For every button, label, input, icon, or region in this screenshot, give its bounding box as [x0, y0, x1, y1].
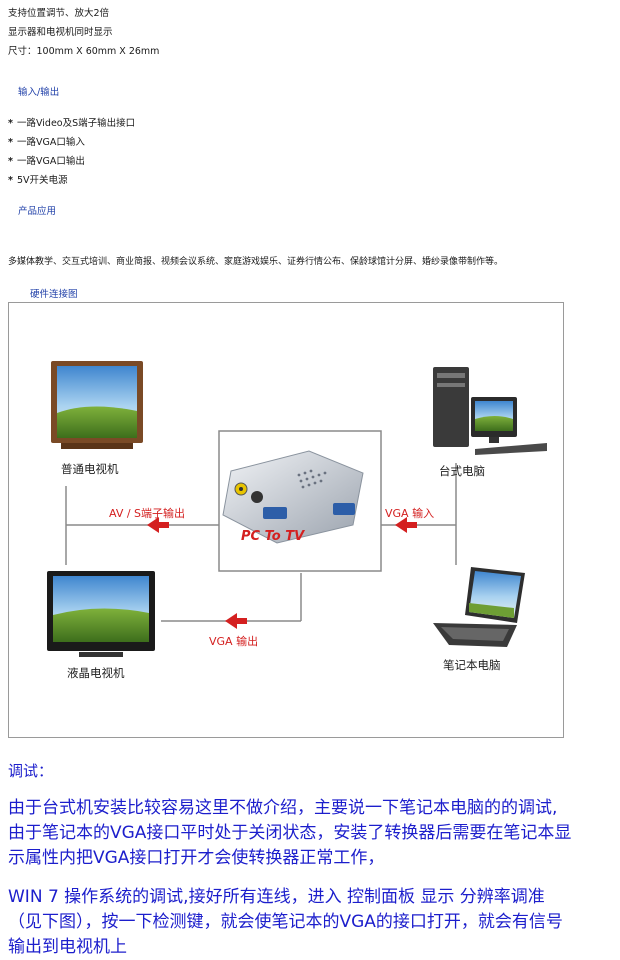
debug-para1-line1: 由于台式机安装比较容易这里不做介绍，主要说一下笔记本电脑的的调试,: [8, 798, 558, 818]
connection-diagram: PC To TV 普通电视机 液晶电视机 台式电脑 笔记本电脑 AV / S端子…: [8, 302, 564, 738]
converter-device: [218, 430, 382, 572]
av-out-label: AV / S端子输出: [109, 507, 186, 520]
laptop-icon: [433, 567, 525, 647]
spec-line-1: 支持位置调节、放大2倍: [8, 8, 110, 19]
lcd-tv-label: 液晶电视机: [67, 666, 125, 680]
debug-para1-line2: 由于笔记本的VGA接口平时处于关闭状态，安装了转换器后需要在笔记本显: [8, 823, 572, 843]
io-item: *一路VGA口输入: [8, 137, 85, 148]
device-label: PC To TV: [241, 529, 305, 544]
io-heading: 输入/输出: [18, 87, 60, 98]
io-item: *一路Video及S端子输出接口: [8, 118, 136, 129]
laptop-label: 笔记本电脑: [443, 658, 501, 672]
io-item-text: 一路VGA口输出: [17, 156, 85, 167]
io-item-text: 一路VGA口输入: [17, 137, 85, 148]
io-item-text: 5V开关电源: [17, 175, 68, 186]
lcd-tv-icon: [47, 571, 155, 657]
spec-line-3: 尺寸：100mm X 60mm X 26mm: [8, 46, 160, 57]
debug-title: 调试：: [8, 762, 54, 780]
debug-para2-line3: 输出到电视机上: [8, 937, 127, 957]
desktop-pc-icon: [433, 367, 547, 455]
vga-in-label: VGA 输入: [385, 507, 435, 520]
io-item: *一路VGA口输出: [8, 156, 85, 167]
debug-para1-line3: 示属性内把VGA接口打开才会使转换器正常工作，: [8, 848, 385, 868]
apps-heading: 产品应用: [18, 206, 57, 217]
desktop-label: 台式电脑: [439, 464, 485, 478]
vga-out-arrow-icon: [225, 613, 247, 629]
vga-out-label: VGA 输出: [209, 635, 259, 648]
diagram-svg: [47, 361, 547, 657]
apps-text: 多媒体教学、交互式培训、商业简报、视频会议系统、家庭游戏娱乐、证券行情公布、保龄…: [8, 257, 504, 267]
io-item: *5V开关电源: [8, 175, 68, 186]
debug-para2-line1: WIN 7 操作系统的调试,接好所有连线，进入 控制面板 显示 分辨率调准: [8, 887, 545, 907]
tv-label: 普通电视机: [61, 462, 119, 476]
io-item-text: 一路Video及S端子输出接口: [17, 118, 136, 129]
diagram-heading: 硬件连接图: [30, 289, 78, 300]
signal-arrows: [147, 517, 417, 629]
vga-in-arrow-icon: [395, 517, 417, 533]
spec-line-2: 显示器和电视机同时显示: [8, 27, 113, 38]
av-arrow-icon: [147, 517, 169, 533]
debug-para2-line2: （见下图），按一下检测键，就会使笔记本的VGA的接口打开，就会有信号: [8, 912, 563, 932]
crt-tv-icon: [51, 361, 143, 449]
